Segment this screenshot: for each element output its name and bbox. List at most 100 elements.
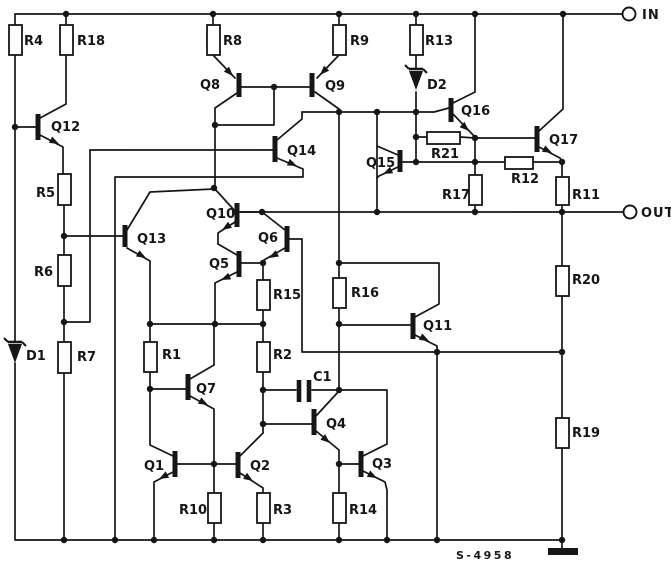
junction-dot — [259, 320, 267, 328]
transistor-Q13-emitter-arrow-icon — [135, 250, 146, 258]
resistor-R8-box — [206, 24, 221, 56]
diode-D2-zener-hook — [404, 64, 410, 70]
ground-symbol-icon — [548, 548, 578, 555]
junction-dot — [335, 320, 343, 328]
diode-D1-zener-hook — [3, 337, 9, 343]
transistor-Q12-lead — [39, 134, 64, 175]
transistor-Q11-lead — [414, 334, 438, 541]
junction-dot — [11, 123, 19, 131]
wire — [214, 86, 275, 126]
transistor-Q15-emitter-arrow-icon — [383, 166, 394, 174]
transistor-Q5-lead — [214, 271, 238, 325]
transistor-Q14-lead — [276, 111, 303, 141]
label-R15: R15 — [273, 288, 301, 303]
transistor-Q2-lead — [239, 472, 264, 494]
junction-dot — [471, 158, 479, 166]
label-R21: R21 — [431, 147, 459, 162]
footer-code: S-4958 — [456, 549, 514, 562]
resistor-R19-box — [555, 417, 570, 449]
label-Q5: Q5 — [209, 257, 229, 272]
resistor-R12-box — [504, 156, 534, 170]
transistor-Q9-lead — [314, 91, 340, 115]
transistor-Q4-lead — [315, 390, 340, 417]
transistor-Q16-lead — [452, 13, 476, 104]
junction-dot — [558, 208, 566, 216]
label-Q3: Q3 — [372, 457, 392, 472]
transistor-Q7-lead — [189, 395, 215, 465]
label-D1: D1 — [26, 349, 46, 364]
label-R1: R1 — [162, 348, 181, 363]
label-R4: R4 — [24, 34, 43, 49]
transistor-Q8-emitter-arrow-icon — [223, 66, 233, 76]
label-Q13: Q13 — [137, 232, 166, 247]
label-Q15: Q15 — [366, 156, 395, 171]
junction-dot — [62, 10, 70, 18]
label-D2: D2 — [427, 78, 447, 93]
transistor-Q10-emitter-arrow-icon — [222, 221, 232, 230]
label-Q4: Q4 — [326, 417, 346, 432]
label-C1: C1 — [313, 370, 332, 385]
junction-dot — [60, 232, 68, 240]
junction-dot — [558, 536, 566, 544]
transistor-Q5-emitter-arrow-icon — [221, 272, 232, 280]
transistor-Q13-lead — [126, 188, 215, 231]
diode-D2-triangle-icon — [409, 71, 423, 90]
transistor-Q7-emitter-arrow-icon — [197, 397, 208, 405]
transistor-Q2-lead — [239, 432, 264, 457]
resistor-R16-box — [332, 277, 347, 309]
terminal-out-label: OUT — [641, 206, 671, 221]
junction-dot — [412, 133, 420, 141]
junction-dot — [259, 536, 267, 544]
label-Q8: Q8 — [200, 78, 220, 93]
resistor-R17-box — [468, 174, 483, 206]
transistor-Q17-lead — [538, 146, 563, 163]
junction-dot — [60, 536, 68, 544]
junction-dot — [559, 10, 567, 18]
junction-dot — [558, 348, 566, 356]
junction-dot — [335, 108, 343, 116]
resistor-R14-box — [332, 492, 347, 524]
junction-dot — [60, 318, 68, 326]
resistor-R11-box — [555, 176, 570, 206]
transistor-Q15-lead — [376, 166, 399, 179]
junction-dot — [211, 121, 219, 129]
junction-dot — [209, 10, 217, 18]
label-R18: R18 — [77, 34, 105, 49]
junction-dot — [412, 10, 420, 18]
transistor-Q16-emitter-arrow-icon — [459, 121, 469, 131]
label-R3: R3 — [273, 503, 292, 518]
label-R16: R16 — [351, 286, 379, 301]
resistor-R18-box — [59, 24, 74, 56]
label-R6: R6 — [34, 265, 53, 280]
transistor-Q12-emitter-arrow-icon — [48, 136, 59, 144]
junction-dot — [146, 385, 154, 393]
junction-dot — [335, 10, 343, 18]
label-R20: R20 — [572, 273, 600, 288]
junction-dot — [383, 536, 391, 544]
wire — [14, 362, 563, 541]
transistor-Q9-emitter-arrow-icon — [320, 65, 330, 75]
junction-dot — [335, 259, 343, 267]
junction-dot — [471, 208, 479, 216]
label-R12: R12 — [511, 172, 539, 187]
transistor-Q2-emitter-arrow-icon — [243, 472, 253, 481]
junction-dot — [335, 536, 343, 544]
label-R14: R14 — [349, 503, 377, 518]
label-Q11: Q11 — [423, 319, 452, 334]
label-Q12: Q12 — [51, 120, 80, 135]
label-Q17: Q17 — [549, 133, 578, 148]
junction-dot — [210, 536, 218, 544]
label-Q14: Q14 — [287, 144, 316, 159]
junction-dot — [211, 320, 219, 328]
label-R11: R11 — [572, 188, 600, 203]
wire — [63, 149, 91, 323]
junction-dot — [259, 386, 267, 394]
label-Q2: Q2 — [250, 459, 270, 474]
transistor-Q1-lead — [149, 388, 174, 457]
terminal-out-circle — [622, 204, 638, 220]
resistor-R1-box — [143, 341, 158, 373]
junction-dot — [270, 83, 278, 91]
transistor-Q14-emitter-arrow-icon — [286, 158, 297, 166]
resistor-R9-box — [332, 24, 347, 56]
